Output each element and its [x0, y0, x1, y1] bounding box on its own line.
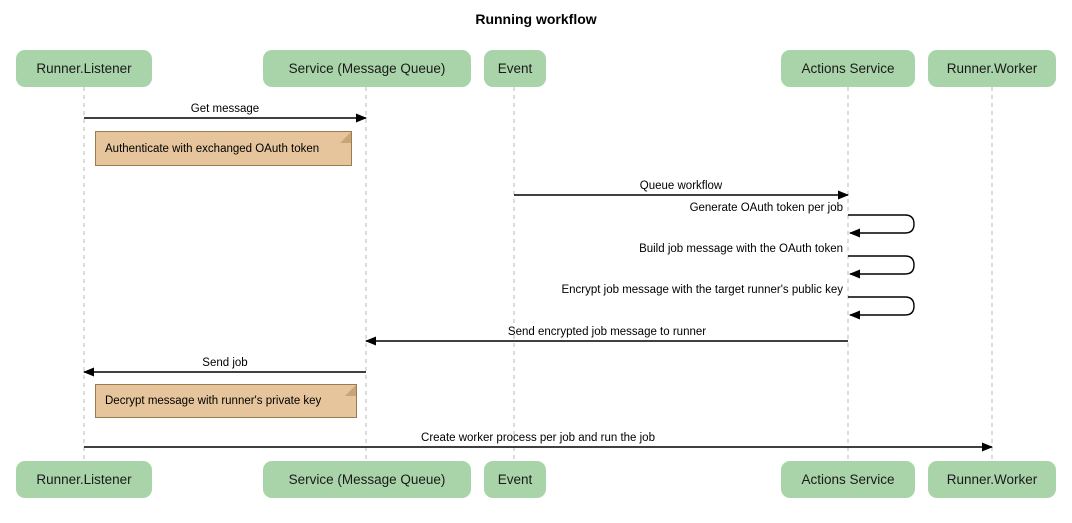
message-label-send-encrypted-job-message-to-runner: Send encrypted job message to runner: [507, 326, 707, 338]
lifelines-group: [83, 87, 993, 461]
message-label-create-worker-process-per-job-and-run-the-job: Create worker process per job and run th…: [421, 432, 655, 444]
participant-top-event[interactable]: Event: [484, 50, 546, 87]
note-decrypt-message-with-runners-private-key: Decrypt message with runner's private ke…: [95, 384, 357, 418]
participant-label: Service (Message Queue): [288, 472, 446, 487]
message-label-build-job-message-with-the-oauth-token: Build job message with the OAuth token: [639, 243, 843, 255]
note-authenticate-with-exchanged-oauth-token: Authenticate with exchanged OAuth token: [95, 131, 352, 166]
participant-bottom-event[interactable]: Event: [484, 461, 546, 498]
note-fold-corner-icon: [345, 385, 356, 396]
messages-group: [83, 113, 993, 452]
page-title: Running workflow: [475, 11, 597, 27]
note-label: Decrypt message with runner's private ke…: [105, 395, 322, 407]
note-label: Authenticate with exchanged OAuth token: [105, 142, 320, 155]
participant-bottom-service-message-queue[interactable]: Service (Message Queue): [263, 461, 471, 498]
participant-label: Runner.Worker: [946, 472, 1038, 487]
participant-top-runner-listener[interactable]: Runner.Listener: [16, 50, 152, 87]
participant-label: Event: [497, 61, 533, 76]
message-label-send-job: Send job: [202, 357, 248, 369]
participant-label: Actions Service: [801, 61, 895, 76]
participant-label: Service (Message Queue): [288, 61, 446, 76]
note-fold-corner-icon: [340, 132, 351, 143]
participant-bottom-actions-service[interactable]: Actions Service: [781, 461, 915, 498]
participant-top-service-message-queue[interactable]: Service (Message Queue): [263, 50, 471, 87]
message-label-generate-oauth-token-per-job: Generate OAuth token per job: [689, 202, 843, 214]
participant-label: Event: [497, 472, 533, 487]
participant-label: Runner.Listener: [36, 61, 132, 76]
participant-top-runner-worker[interactable]: Runner.Worker: [928, 50, 1056, 87]
participant-label: Actions Service: [801, 472, 895, 487]
message-line-generate-oauth-token-per-job: [848, 214, 915, 238]
participant-label: Runner.Worker: [946, 61, 1038, 76]
message-label-get-message: Get message: [190, 103, 260, 115]
message-line-build-job-message-with-the-oauth-token: [848, 255, 915, 279]
participant-top-actions-service[interactable]: Actions Service: [781, 50, 915, 87]
message-label-queue-workflow: Queue workflow: [639, 180, 723, 192]
participant-bottom-runner-worker[interactable]: Runner.Worker: [928, 461, 1056, 498]
participant-bottom-runner-listener[interactable]: Runner.Listener: [16, 461, 152, 498]
message-label-encrypt-job-message-with-target-runner-public-key: Encrypt job message with the target runn…: [561, 284, 843, 296]
participant-label: Runner.Listener: [36, 472, 132, 487]
message-line-encrypt-job-message-with-target-runner-public-key: [848, 296, 915, 320]
